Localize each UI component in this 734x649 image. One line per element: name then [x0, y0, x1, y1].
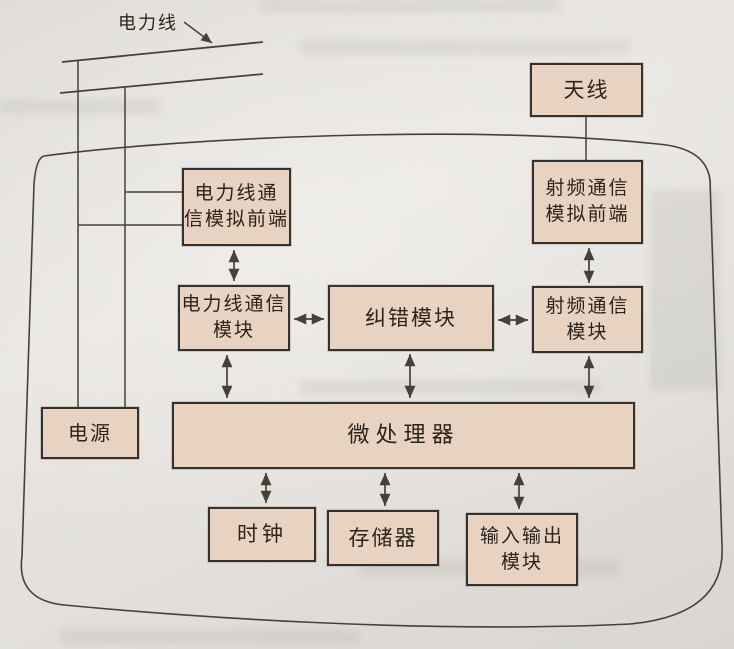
node-microprocessor: 微处理器: [172, 402, 635, 469]
device-enclosure-outline: [20, 133, 723, 628]
power-line-upper: [61, 41, 264, 63]
node-power-supply: 电源: [41, 407, 139, 459]
node-rf-analog-front-end: 射频通信 模拟前端: [532, 160, 643, 244]
node-plc-analog-front-end: 电力线通 信模拟前端: [182, 168, 291, 246]
bleed-through-artifact: [650, 190, 720, 390]
bleed-through-artifact: [60, 630, 360, 644]
node-clock: 时钟: [208, 507, 316, 562]
node-rf-module: 射频通信 模块: [532, 286, 643, 353]
bleed-through-artifact: [300, 40, 630, 54]
node-memory: 存储器: [327, 510, 439, 566]
node-plc-module: 电力线通信 模块: [178, 285, 290, 351]
power-line-lower: [59, 73, 264, 94]
bleed-through-artifact: [0, 100, 160, 114]
power-line-label-arrow: [183, 21, 213, 44]
bleed-through-artifact: [260, 0, 560, 12]
node-antenna: 天线: [530, 63, 643, 117]
bleed-through-artifact: [300, 380, 600, 394]
power-line-label: 电力线: [118, 13, 178, 34]
node-error-correction-module: 纠错模块: [328, 285, 494, 351]
node-io-module: 输入输出 模块: [466, 513, 578, 586]
